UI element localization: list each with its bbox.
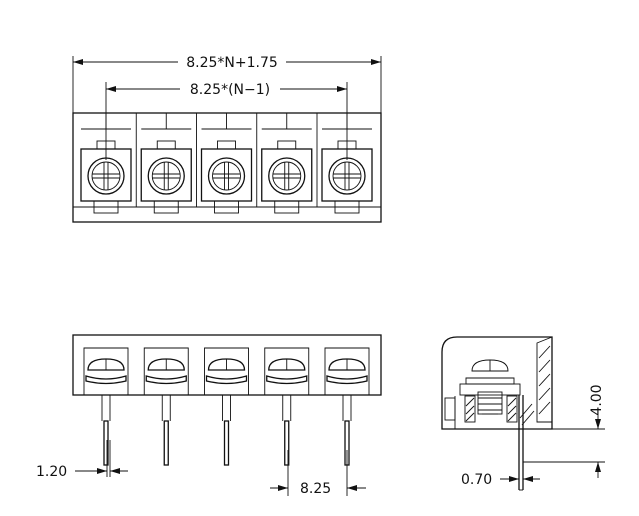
overall-length-label: 8.25*N+1.75 — [186, 55, 278, 71]
screw-side-icon — [266, 358, 308, 385]
top-view — [72, 112, 382, 223]
screw-head-icon — [268, 157, 306, 195]
pitch-span-label: 8.25*(N−1) — [190, 82, 270, 98]
top-pole-2 — [135, 113, 192, 214]
screw-side-icon — [145, 358, 187, 385]
pin-protrusion-label: 4.00 — [589, 384, 605, 415]
front-view — [72, 334, 382, 466]
pin-thickness-dimension: 0.70 — [461, 472, 540, 488]
screw-head-icon — [147, 157, 185, 195]
pitch-dimension: 8.25 — [270, 450, 366, 497]
screw-head-icon — [87, 157, 125, 195]
pin-thickness-label: 0.70 — [461, 472, 492, 488]
front-pole-2 — [143, 347, 189, 466]
pin-width-dimension: 1.20 — [36, 440, 128, 480]
screw-head-icon — [328, 157, 366, 195]
pin-width-label: 1.20 — [36, 464, 67, 480]
screw-head-icon — [207, 157, 246, 195]
pitch-span-dimension: 8.25*(N−1) — [105, 82, 348, 160]
screw-side-icon — [326, 358, 368, 385]
screw-side-icon — [85, 358, 127, 385]
pin — [161, 395, 171, 466]
pin — [101, 395, 111, 466]
front-pole-3 — [204, 347, 249, 466]
screw-side-icon — [205, 358, 248, 385]
overall-length-dimension: 8.25*N+1.75 — [72, 55, 382, 113]
pitch-label: 8.25 — [300, 481, 331, 497]
pin — [282, 395, 292, 466]
front-pole-5 — [324, 347, 370, 466]
front-pole-4 — [264, 347, 310, 466]
top-pole-3 — [196, 113, 253, 214]
front-pole-1 — [83, 347, 129, 466]
top-pole-5 — [316, 113, 373, 214]
pin — [222, 395, 231, 466]
pin-protrusion-dimension: 4.00 — [523, 384, 605, 478]
side-view — [441, 336, 553, 491]
top-pole-4 — [256, 113, 313, 214]
